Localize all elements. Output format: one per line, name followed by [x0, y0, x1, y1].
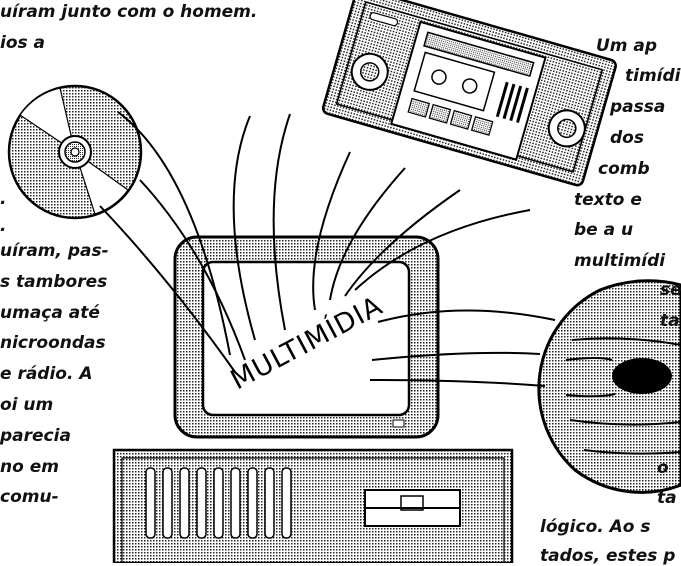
left-text-line-1: uíram junto com o homem. [0, 2, 258, 22]
left-text-line-11: parecia [0, 426, 71, 446]
right-text-line-2: timídi [625, 66, 681, 86]
left-text-line-13: comu- [0, 487, 59, 507]
right-text-line-4: dos [610, 128, 644, 148]
left-text-line-7: umaça até [0, 303, 100, 323]
right-text-line-5: comb [598, 159, 650, 179]
right-text-line-7: be a u [574, 220, 634, 240]
right-text-line-11: o [657, 458, 669, 478]
cd-disc-icon [7, 84, 143, 220]
left-text-line-2: ios a [0, 33, 46, 53]
right-text-line-12: ta [657, 488, 677, 508]
right-text-line-6: texto e [574, 190, 642, 210]
right-text-line-3: passa [610, 97, 666, 117]
left-text-line-10: oi um [0, 395, 54, 415]
right-text-line-10: ta [660, 311, 680, 331]
left-text-line-3: . [0, 189, 7, 209]
left-text-line-12: no em [0, 457, 59, 477]
left-text-line-6: s tambores [0, 272, 108, 292]
radio-cassette-icon [321, 0, 617, 187]
planet-icon [537, 279, 681, 494]
left-text-line-8: nicroondas [0, 333, 106, 353]
left-text-line-4: . [0, 216, 7, 236]
right-text-line-13: lógico. Ao s [540, 517, 651, 537]
left-text-line-5: uíram, pas- [0, 241, 109, 261]
right-text-line-1: Um ap [596, 36, 658, 56]
right-text-line-9: se [660, 280, 681, 300]
computer-monitor-icon [173, 235, 440, 439]
left-text-line-9: e rádio. A [0, 364, 93, 384]
right-text-line-8: multimídi [574, 251, 666, 271]
right-text-line-14: tados, estes p [540, 546, 676, 566]
cpu-case-icon [112, 448, 514, 563]
connection-lines [99, 111, 556, 387]
